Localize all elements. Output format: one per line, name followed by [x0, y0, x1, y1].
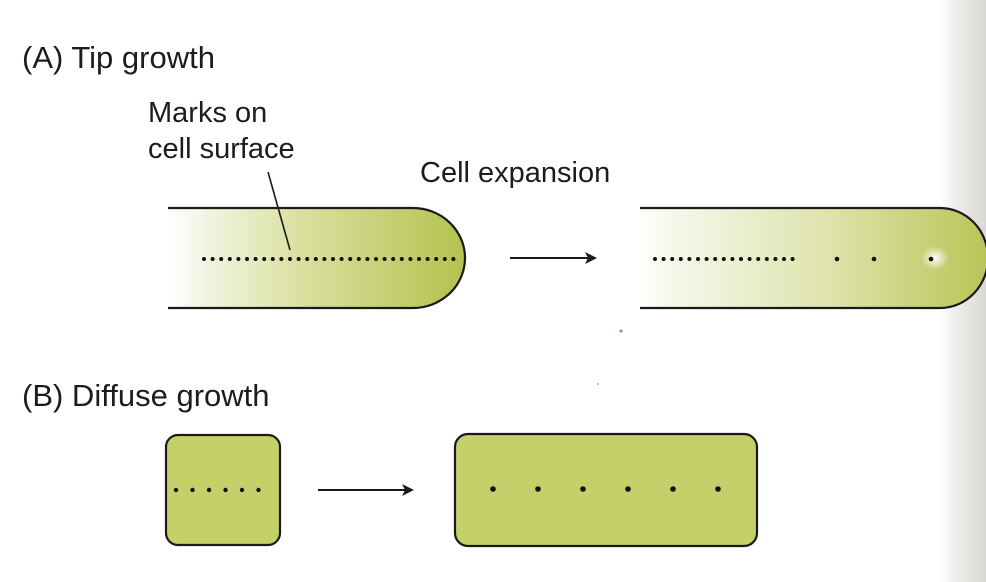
panel-a-title: (A) Tip growth: [22, 40, 215, 75]
surface-mark-dot: [535, 486, 541, 492]
surface-mark-dot: [764, 257, 769, 261]
surface-mark-dot: [715, 486, 721, 492]
surface-mark-dot: [356, 257, 361, 261]
surface-mark-dot: [425, 257, 430, 261]
surface-mark-dot: [713, 257, 718, 261]
diffuse-cell-after: [453, 432, 759, 548]
surface-mark-dot: [661, 257, 666, 261]
surface-mark-dot: [782, 257, 786, 261]
surface-mark-dot: [219, 257, 224, 261]
surface-mark-dot: [331, 257, 335, 261]
surface-mark-dot: [173, 487, 179, 493]
surface-mark-dot: [399, 257, 404, 261]
surface-mark-dot: [696, 257, 700, 261]
surface-mark-dot: [442, 257, 447, 261]
surface-mark-dot: [382, 257, 387, 261]
surface-mark-dot: [739, 257, 743, 261]
surface-mark-dot: [262, 257, 267, 261]
surface-mark-dot: [730, 257, 735, 261]
surface-mark-dot: [451, 257, 456, 261]
surface-mark-dot: [245, 257, 249, 261]
surface-mark-dot: [365, 257, 370, 261]
surface-mark-dot: [256, 487, 261, 493]
diffuse-cell-before: [164, 433, 282, 547]
surface-mark-dot: [834, 256, 840, 262]
marks-annotation-line2: cell surface: [148, 133, 295, 165]
surface-mark-dot: [190, 487, 195, 493]
scan-speck: [619, 329, 623, 333]
surface-mark-dot: [288, 257, 292, 261]
surface-mark-dot: [625, 486, 631, 492]
surface-mark-dot: [490, 486, 496, 492]
surface-mark-dot: [339, 257, 344, 261]
scan-speck: [597, 383, 599, 385]
surface-mark-dot: [773, 257, 778, 261]
surface-mark-dot: [202, 257, 206, 261]
surface-mark-dot: [253, 257, 258, 261]
surface-mark-dot: [721, 257, 726, 261]
surface-mark-dot: [296, 257, 301, 261]
surface-mark-dot: [239, 487, 245, 493]
surface-mark-dot: [223, 487, 228, 493]
marks-annotation: Marks on cell surface: [148, 95, 295, 167]
tip-cell-before: [168, 206, 467, 310]
surface-mark-dot: [871, 256, 877, 262]
tip-cell-after: [640, 206, 986, 310]
surface-mark-dot: [704, 257, 709, 261]
surface-marks-diffuse-after: [490, 486, 721, 492]
surface-mark-dot: [678, 257, 683, 261]
marks-pointer-line: [267, 171, 291, 251]
surface-mark-dot: [670, 257, 675, 261]
surface-mark-dot: [270, 257, 275, 261]
surface-mark-dot: [790, 257, 795, 261]
surface-mark-dot: [928, 256, 934, 262]
surface-mark-dot: [206, 487, 212, 493]
surface-mark-dot: [305, 257, 310, 261]
surface-mark-dot: [279, 257, 284, 261]
surface-mark-dot: [374, 257, 378, 261]
surface-mark-dot: [580, 486, 586, 492]
surface-mark-dot: [313, 257, 318, 261]
surface-mark-dot: [210, 257, 215, 261]
panel-b-title: (B) Diffuse growth: [22, 378, 270, 413]
surface-mark-dot: [653, 257, 657, 261]
surface-mark-dot: [417, 257, 421, 261]
surface-mark-dot: [408, 257, 413, 261]
surface-marks-before: [202, 257, 456, 261]
surface-mark-dot: [348, 257, 353, 261]
surface-marks-after: [653, 256, 934, 262]
surface-mark-dot: [236, 257, 241, 261]
surface-mark-dot: [747, 257, 752, 261]
surface-mark-dot: [670, 486, 676, 492]
cell-expansion-label: Cell expansion: [420, 157, 611, 189]
surface-mark-dot: [756, 257, 761, 261]
surface-mark-dot: [227, 257, 232, 261]
surface-mark-dot: [687, 257, 692, 261]
surface-marks-diffuse-before: [173, 487, 261, 493]
surface-mark-dot: [391, 257, 396, 261]
surface-mark-dot: [434, 257, 439, 261]
marks-annotation-line1: Marks on: [148, 97, 268, 129]
surface-mark-dot: [322, 257, 327, 261]
